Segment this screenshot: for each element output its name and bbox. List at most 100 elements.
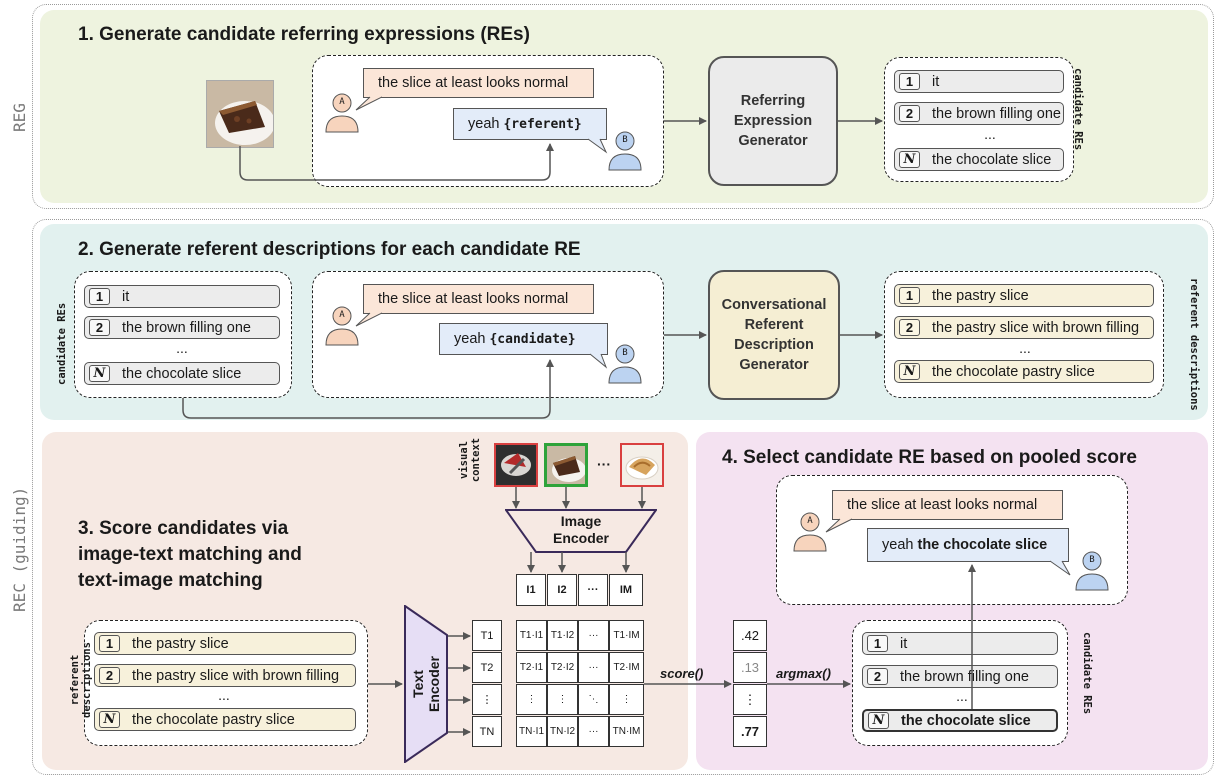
step4-candidate-2: 2 the brown filling one (862, 665, 1058, 688)
matrix-cell-3-1: ⋮ (516, 684, 547, 715)
matrix-cell-3-3-text: ⋱ (588, 694, 599, 705)
score-function-label: score() (660, 666, 704, 681)
step3-descriptions-ellipsis: ... (218, 687, 230, 703)
pie-picture (207, 81, 273, 147)
text-feature-n-text: TN (479, 725, 495, 738)
matrix-cell-3-m: ⋮ (609, 684, 644, 715)
visual-context-line2: context (470, 437, 482, 483)
step3-descriptions-label-line2: descriptions (81, 642, 93, 718)
matrix-cell-n-2-text: TN·I2 (550, 726, 575, 737)
step4-candidate-1: 1 it (862, 632, 1058, 655)
text-feature-2-text: T2 (480, 661, 494, 674)
score-1: .42 (733, 620, 767, 651)
step4-candidate-n-num: N (868, 712, 889, 729)
image-feature-1: I1 (516, 574, 546, 606)
visual-context-line1: visual (458, 441, 470, 479)
score-2: .13 (733, 652, 767, 683)
reg-gen-line1: Referring (740, 93, 806, 109)
step2-utterance-b-prefix: yeah (454, 331, 490, 347)
score-3-text: ⋮ (743, 691, 757, 707)
text-encoder-line2: Encoder (426, 656, 442, 713)
step4-candidate-1-num: 1 (867, 635, 888, 652)
image-feature-m: IM (609, 574, 643, 606)
step4-speaker-b-letter: B (1089, 555, 1095, 565)
step3-description-1: 1 the pastry slice (94, 632, 356, 655)
step4-candidate-n: N the chocolate slice (862, 709, 1058, 732)
context-image-2-picture (547, 446, 585, 484)
step1-candidate-1-num: 1 (899, 73, 920, 90)
matrix-cell-1-2: T1·I2 (547, 620, 578, 651)
image-feature-3: ··· (578, 574, 608, 606)
matrix-cell-n-3: ··· (578, 716, 609, 747)
step3-description-1-num: 1 (99, 635, 120, 652)
image-feature-2: I2 (547, 574, 577, 606)
step2-description-1-text: the pastry slice (932, 287, 1029, 304)
step3-descriptions-label-line1: referent (69, 654, 81, 706)
step3-description-n: N the chocolate pastry slice (94, 708, 356, 731)
matrix-cell-1-m: T1·IM (609, 620, 644, 651)
matrix-cell-n-2: TN·I2 (547, 716, 578, 747)
context-image-m-picture (622, 445, 662, 485)
step1-candidate-2-text: the brown filling one (932, 105, 1061, 122)
matrix-cell-3-2-text: ⋮ (557, 694, 568, 705)
step1-candidate-n-num: N (899, 151, 920, 168)
step2-candidate-1-num: 1 (89, 288, 110, 305)
matrix-cell-2-3: ··· (578, 652, 609, 683)
text-encoder-label: Text Encoder (410, 644, 442, 724)
matrix-cell-n-3-text: ··· (588, 726, 599, 737)
step2-description-2-num: 2 (899, 319, 920, 336)
score-1-text: .42 (740, 628, 760, 643)
matrix-cell-2-2-text: T2·I2 (550, 662, 575, 673)
step2-speaker-b-letter: B (622, 348, 628, 358)
text-feature-n: TN (472, 716, 502, 747)
step1-candidate-1: 1 it (894, 70, 1064, 93)
step2-candidate-n-text: the chocolate slice (122, 365, 242, 382)
image-encoder-line2: Encoder (552, 530, 609, 546)
step1-speaker-a-letter: A (339, 97, 345, 107)
score-n-text: .77 (740, 724, 760, 739)
step4-utterance-b-prefix: yeah (882, 537, 918, 553)
step4-utterance-a: the slice at least looks normal (832, 490, 1063, 520)
text-feature-3-text: ⋮ (481, 694, 493, 706)
step3-title-line2: image-text matching and (78, 544, 302, 565)
score-n: .77 (733, 716, 767, 747)
step3-description-2-text: the pastry slice with brown filling (132, 667, 340, 684)
step1-candidate-2: 2 the brown filling one (894, 102, 1064, 125)
step2-utterance-a: the slice at least looks normal (363, 284, 594, 314)
step2-description-2-text: the pastry slice with brown filling (932, 319, 1140, 336)
step4-candidate-1-text: it (900, 635, 908, 652)
step1-speaker-b-letter: B (622, 135, 628, 145)
image-feature-2-text: I2 (557, 584, 567, 596)
image-encoder-label: Image Encoder (535, 513, 627, 547)
step2-candidate-1-text: it (122, 288, 130, 305)
step1-utterance-a: the slice at least looks normal (363, 68, 594, 98)
step2-descriptions-ellipsis: ... (1019, 340, 1031, 356)
step2-title: 2. Generate referent descriptions for ea… (78, 239, 581, 260)
context-image-1 (494, 443, 538, 487)
step3-title-line1: 3. Score candidates via (78, 518, 289, 539)
step2-candidate-n: N the chocolate slice (84, 362, 280, 385)
matrix-cell-1-1: T1·I1 (516, 620, 547, 651)
step2-candidate-2-text: the brown filling one (122, 319, 251, 336)
step2-description-n-text: the chocolate pastry slice (932, 363, 1095, 380)
step3-description-2-num: 2 (99, 667, 120, 684)
text-feature-1-text: T1 (480, 629, 494, 642)
step4-title: 4. Select candidate RE based on pooled s… (722, 447, 1137, 468)
matrix-cell-2-2: T2·I2 (547, 652, 578, 683)
step4-candidates-label: candidate REs (1081, 632, 1093, 715)
step1-candidate-n-text: the chocolate slice (932, 151, 1052, 168)
matrix-cell-2-1-text: T2·I1 (519, 662, 544, 673)
step1-candidate-1-text: it (932, 73, 940, 90)
conversational-referent-description-generator: Conversational Referent Description Gene… (708, 270, 840, 400)
matrix-cell-2-m-text: T2·IM (613, 662, 640, 673)
step1-candidate-2-num: 2 (899, 105, 920, 122)
step1-utterance-b-prefix: yeah (468, 116, 504, 132)
similarity-matrix: T1·I1 T1·I2 ··· T1·IM T2·I1 T2·I2 ··· T2… (516, 620, 644, 748)
matrix-cell-1-m-text: T1·IM (613, 630, 640, 641)
step4-candidate-n-text: the chocolate slice (901, 712, 1031, 729)
context-images-ellipsis: ··· (597, 456, 611, 472)
text-encoder-shape (404, 605, 448, 763)
referring-expression-generator: Referring Expression Generator (708, 56, 838, 186)
image-feature-m-text: IM (619, 584, 633, 596)
step2-candidate-2: 2 the brown filling one (84, 316, 280, 339)
